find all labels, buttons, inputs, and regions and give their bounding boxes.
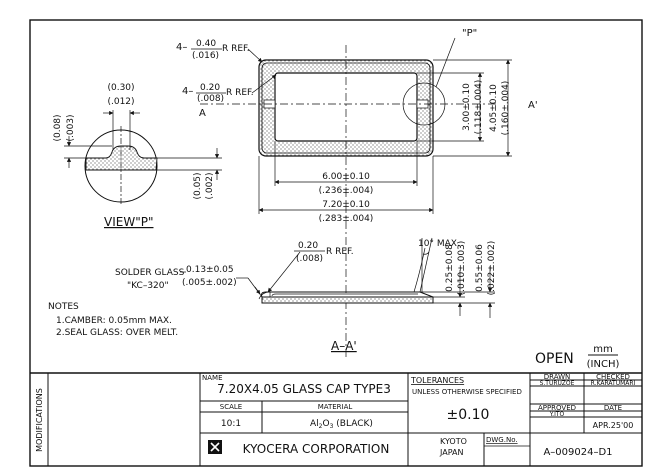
section-label: A–A' xyxy=(331,339,357,353)
inner-width-mm: 6.00±0.10 xyxy=(322,172,370,182)
material-prefix: Al xyxy=(310,419,319,429)
total-thickness-in: (.022±.002) xyxy=(487,241,497,296)
section-mark-left: A xyxy=(199,108,206,119)
tolerances-note: UNLESS OTHERWISE SPECIFIED xyxy=(412,388,522,396)
tolerance-value: ±0.10 xyxy=(447,407,490,423)
r-inner-ref: R REF. xyxy=(226,88,254,98)
notes-title: NOTES xyxy=(48,302,79,312)
frame-thickness-in: (.002) xyxy=(205,172,215,199)
r-inner-mm: 0.20 xyxy=(200,83,220,93)
dwg-label: DWG.No. xyxy=(486,436,518,444)
open-label: OPEN xyxy=(535,351,574,367)
material-label: MATERIAL xyxy=(318,403,353,411)
detail-view-p: (0.30) (.012) (0.08) (.003) (0.05) (.002… xyxy=(53,83,222,229)
tolerances-label: TOLERANCES xyxy=(410,376,464,385)
material-value: Al2O3 (BLACK) xyxy=(310,419,373,430)
section-r-mm: 0.20 xyxy=(298,241,318,251)
date-value: APR.25'00 xyxy=(593,421,634,430)
r-outer-prefix: 4– xyxy=(176,42,187,53)
checked-by: R.KARATUMARI xyxy=(591,380,636,387)
glass-thickness-in: (.005±.002) xyxy=(182,278,237,288)
checked-label: CHECKED xyxy=(596,373,630,381)
glass-type: "KC–320" xyxy=(127,281,169,291)
glass-label: SOLDER GLASS xyxy=(115,268,185,278)
unit-inch: (INCH) xyxy=(587,359,620,370)
r-outer-in: (.016) xyxy=(192,51,219,61)
plan-view: "P" A A' 4– 0.40 (.016) R REF. 4– 0.20 (… xyxy=(176,28,538,360)
company-name: KYOCERA CORPORATION xyxy=(243,442,390,456)
notes: NOTES 1.CAMBER: 0.05mm MAX. 2.SEAL GLASS… xyxy=(48,302,178,338)
r-inner-in: (.008) xyxy=(197,94,224,104)
outer-width-in: (.283±.004) xyxy=(319,214,374,224)
lid-thickness-mm: 0.25±0.08 xyxy=(445,244,455,292)
approved-label: APPROVED xyxy=(538,404,576,412)
detail-p-circle xyxy=(402,82,446,126)
approved-by: Y.ITO xyxy=(549,411,565,418)
part-name: 7.20X4.05 GLASS CAP TYPE3 xyxy=(217,382,391,396)
outer-width-mm: 7.20±0.10 xyxy=(322,200,370,210)
callout-p-label: "P" xyxy=(462,28,477,39)
detail-width-mm: (0.30) xyxy=(107,83,134,93)
lid-thickness-in: (.010±.003) xyxy=(457,241,467,296)
note-item: 2.SEAL GLASS: OVER MELT. xyxy=(56,328,178,338)
glass-thickness-mm: 0.13±0.05 xyxy=(186,265,234,275)
scale-label: SCALE xyxy=(220,403,242,411)
material-suffix: (BLACK) xyxy=(333,419,372,429)
title-block: MODIFICATIONS NAME 7.20X4.05 GLASS CAP T… xyxy=(30,372,642,466)
modifications-label: MODIFICATIONS xyxy=(35,388,44,452)
drawing-number: A–009024–D1 xyxy=(543,447,612,458)
outer-height-in: (.160±.004) xyxy=(501,81,511,136)
section-r-in: (.008) xyxy=(296,254,323,264)
view-p-label: VIEW"P" xyxy=(104,215,153,229)
inner-height-mm: 3.00±0.10 xyxy=(462,83,472,131)
detail-height-mm: (0.08) xyxy=(53,114,63,141)
section-r-ref: R REF. xyxy=(326,247,354,257)
r-outer-ref: R REF. xyxy=(222,44,250,54)
drawing-border xyxy=(29,19,643,467)
detail-height-in: (.003) xyxy=(66,114,76,141)
r-outer-mm: 0.40 xyxy=(196,39,216,49)
city-label: KYOTO xyxy=(440,437,467,446)
section-mark-right: A' xyxy=(528,100,538,111)
drawn-by: S.TURUZOE xyxy=(540,380,575,387)
frame-thickness-mm: (0.05) xyxy=(193,172,203,199)
unit-mm: mm xyxy=(593,344,612,355)
units-block: OPEN mm (INCH) xyxy=(535,344,619,370)
detail-width-in: (.012) xyxy=(107,97,134,107)
angle-label: 10° MAX. xyxy=(418,239,460,249)
section-lid xyxy=(261,296,434,304)
scale-value: 10:1 xyxy=(221,419,241,429)
material-sub1: 2 xyxy=(319,423,323,430)
country-label: JAPAN xyxy=(439,448,463,457)
drawn-label: DRAWN xyxy=(544,373,571,381)
inner-width-in: (.236±.004) xyxy=(319,186,374,196)
inner-height-in: (.118±.004) xyxy=(474,80,484,135)
name-label: NAME xyxy=(202,374,223,382)
material-mid: O xyxy=(323,419,330,429)
total-thickness-mm: 0.55±0.06 xyxy=(475,244,485,292)
note-item: 1.CAMBER: 0.05mm MAX. xyxy=(56,316,172,326)
material-sub2: 3 xyxy=(330,423,334,430)
date-label: DATE xyxy=(604,404,622,412)
outer-height-mm: 4.05±0.10 xyxy=(489,84,499,132)
section-view: 10° MAX. 0.20 (.008) R REF. SOLDER GLASS… xyxy=(115,237,497,353)
r-inner-prefix: 4– xyxy=(182,86,193,97)
kyocera-logo-icon xyxy=(208,440,222,454)
